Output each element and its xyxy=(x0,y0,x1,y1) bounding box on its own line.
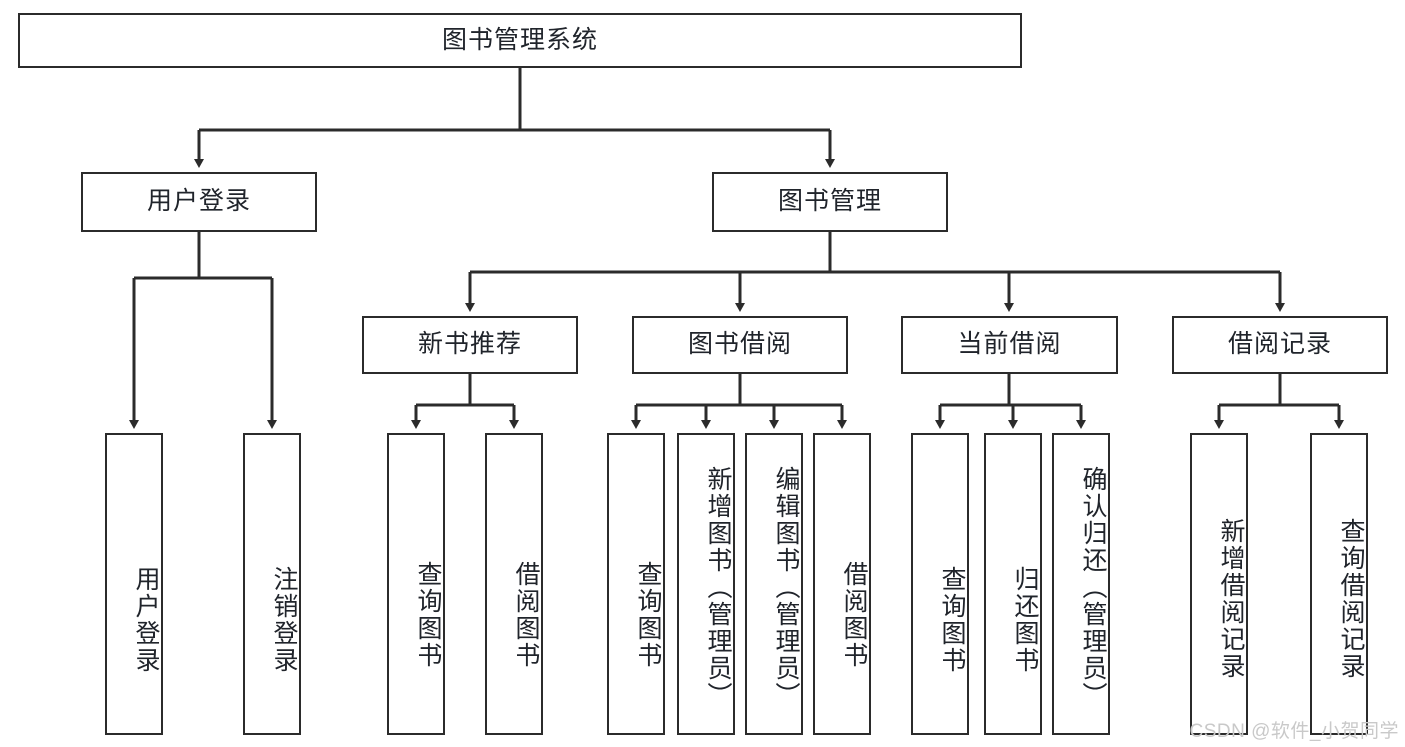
node-leaf-add-book-label: 新增图书（管理员） xyxy=(704,465,732,709)
node-leaf-borrow-book-label: 借阅图书 xyxy=(840,561,868,669)
node-leaf-query-book-current[interactable]: 查询图书 xyxy=(911,433,969,735)
node-new-book-rec[interactable]: 新书推荐 xyxy=(362,316,578,374)
node-leaf-user-login[interactable]: 用户登录 xyxy=(105,433,163,735)
node-leaf-logout-label: 注销登录 xyxy=(270,566,298,674)
node-leaf-query-book-borrow-label: 查询图书 xyxy=(634,561,662,669)
node-current-borrow-label: 当前借阅 xyxy=(957,330,1062,359)
node-leaf-add-record[interactable]: 新增借阅记录 xyxy=(1190,433,1248,735)
node-book-manage-label: 图书管理 xyxy=(777,187,882,216)
node-book-manage[interactable]: 图书管理 xyxy=(712,172,948,232)
node-new-book-rec-label: 新书推荐 xyxy=(417,330,522,359)
node-leaf-add-record-label: 新增借阅记录 xyxy=(1217,518,1245,680)
node-leaf-query-record[interactable]: 查询借阅记录 xyxy=(1310,433,1368,735)
node-leaf-borrow-book-rec-label: 借阅图书 xyxy=(512,561,540,669)
node-root-label: 图书管理系统 xyxy=(441,25,598,54)
node-user-login-label: 用户登录 xyxy=(146,187,251,216)
node-user-login[interactable]: 用户登录 xyxy=(81,172,317,232)
node-leaf-return-book[interactable]: 归还图书 xyxy=(984,433,1042,735)
node-current-borrow[interactable]: 当前借阅 xyxy=(901,316,1118,374)
node-borrow-record-label: 借阅记录 xyxy=(1227,330,1332,359)
node-leaf-borrow-book-rec[interactable]: 借阅图书 xyxy=(485,433,543,735)
node-leaf-confirm-return-label: 确认归还（管理员） xyxy=(1079,465,1107,709)
node-leaf-borrow-book[interactable]: 借阅图书 xyxy=(813,433,871,735)
node-root[interactable]: 图书管理系统 xyxy=(18,13,1022,68)
node-leaf-confirm-return[interactable]: 确认归还（管理员） xyxy=(1052,433,1110,735)
node-leaf-add-book[interactable]: 新增图书（管理员） xyxy=(677,433,735,735)
node-leaf-edit-book[interactable]: 编辑图书（管理员） xyxy=(745,433,803,735)
node-book-borrow[interactable]: 图书借阅 xyxy=(632,316,848,374)
node-leaf-edit-book-label: 编辑图书（管理员） xyxy=(772,465,800,709)
node-leaf-query-book-current-label: 查询图书 xyxy=(938,566,966,674)
node-leaf-query-book-rec-label: 查询图书 xyxy=(414,561,442,669)
node-leaf-query-book-borrow[interactable]: 查询图书 xyxy=(607,433,665,735)
node-leaf-user-login-label: 用户登录 xyxy=(132,566,160,674)
node-book-borrow-label: 图书借阅 xyxy=(687,330,792,359)
node-leaf-logout[interactable]: 注销登录 xyxy=(243,433,301,735)
node-leaf-query-book-rec[interactable]: 查询图书 xyxy=(387,433,445,735)
node-borrow-record[interactable]: 借阅记录 xyxy=(1172,316,1388,374)
node-leaf-query-record-label: 查询借阅记录 xyxy=(1337,518,1365,680)
node-leaf-return-book-label: 归还图书 xyxy=(1011,566,1039,674)
watermark-text: CSDN @软件_小贺同学 xyxy=(1189,721,1399,742)
